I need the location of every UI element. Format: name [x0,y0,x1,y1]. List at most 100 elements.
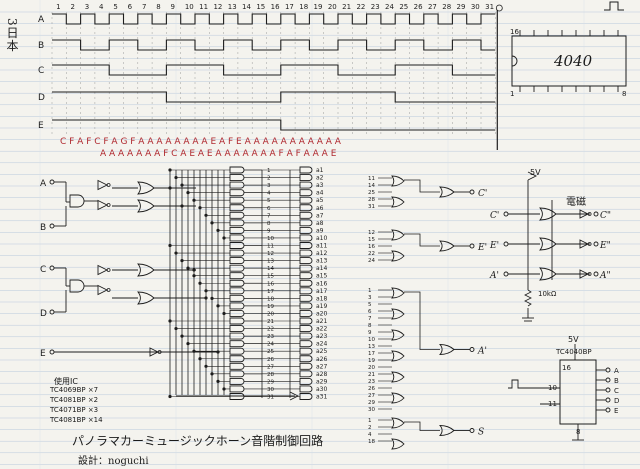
decoder-output-label: a4 [316,190,324,197]
decoder-and-gate-2 [299,325,313,332]
group-input-label: 17 [368,351,375,357]
or-gate-4 [137,291,155,305]
clock-number: 11 [199,3,208,11]
group-input-label: 25 [368,190,375,196]
decoder-and-gate [229,377,245,385]
and-gate-ab [69,194,85,208]
terminal-dot [49,309,55,315]
timing-waveform-c [52,64,496,76]
group-input-label: 4 [368,432,372,438]
decoder-and-gate [229,189,245,197]
decoder-and-gate-2 [299,393,313,400]
counter-pin-clk: 10 [548,384,557,392]
group-input-label: 18 [368,439,375,445]
clock-number: 15 [256,3,265,11]
decoder-index: 28 [267,372,274,378]
decoder-index: 5 [267,198,271,204]
decoder-and-gate [229,204,245,212]
decoder-output-label: a12 [316,250,327,257]
decoder-output-label: a20 [316,310,327,317]
decoder-and-gate-2 [299,355,313,363]
parts-item-2: TC4081BP ×2 [50,396,99,404]
clock-number: 22 [356,3,365,11]
decoder-and-gate [229,242,245,249]
decoder-output-label: a23 [316,333,327,340]
decoder-and-gate-2 [299,226,313,234]
decoder-index: 3 [267,183,271,189]
group-input-label: 19 [368,358,375,364]
junction-dot [186,191,190,195]
group-input-label: 15 [368,237,375,243]
decoder-index: 22 [267,327,274,333]
inverter-a [97,179,109,191]
clock-number: 14 [242,3,251,11]
decoder-index: 29 [267,379,274,385]
group-collector [404,291,440,350]
decoder-and-gate [229,234,245,242]
clock-number: 3 [85,3,89,11]
terminal-dot [605,397,611,403]
junction-dot [222,236,226,240]
timing-row-label: A [38,15,45,25]
group-input-label: 23 [368,379,375,385]
decoder-and-gate [229,355,245,363]
group-input-label: 28 [368,197,375,203]
clock-number: 6 [128,3,133,11]
junction-dot [216,350,220,354]
counter-output-label: A [614,367,619,375]
parts-item-1: TC4069BP ×7 [50,386,99,394]
driver-input-label: C' [490,211,499,221]
decoder-index: 23 [267,334,274,340]
timing-waveform-a [52,13,496,25]
group-output-label: A' [477,347,487,357]
junction-dot [204,213,208,217]
decoder-and-gate-2 [299,317,313,325]
terminal-dot [469,189,475,195]
chip-4040-label: 4040 [554,52,593,70]
group-input-label: 12 [368,230,375,236]
group-input-label: 3 [368,295,372,301]
driver-input-label: E' [489,241,499,251]
junction-dot [222,387,226,391]
chip-4040-pin16: 16 [510,28,519,36]
driver-resistor: 10kΩ [538,290,557,298]
junction-dot [222,311,226,316]
clock-number: 13 [228,3,237,11]
junction-dot [192,274,196,278]
decoder-and-gate-2 [299,294,313,302]
or-gate-1 [137,181,155,195]
decoder-and-gate [229,181,245,189]
group-input-label: 20 [368,365,375,371]
counter-output-label: E [614,407,618,415]
chip-4040-pin8: 8 [622,90,627,98]
decoder-output-label: a17 [316,288,327,295]
terminal-dot [49,223,55,229]
junction-dot [210,372,214,376]
terminal-dot [593,211,599,217]
junction-dot [186,342,190,346]
decoder-and-gate [229,310,245,317]
decoder-index: 19 [267,304,274,310]
terminal-dot [49,349,55,355]
arrow-head [289,391,300,401]
group-input-label: 14 [368,183,375,189]
decoder-output-label: a7 [316,212,324,219]
group-input-label: 22 [368,251,375,257]
decoder-and-gate-2 [299,211,313,219]
decoder-index: 15 [267,274,274,280]
decoder-and-gate [229,393,245,400]
group-input-label: 9 [368,330,372,336]
junction-dot [210,221,214,225]
inverter-c2 [97,284,109,296]
decoder-and-gate [229,302,245,310]
decoder-output-label: a16 [316,280,327,287]
group-collector [404,233,440,247]
decoder-output-label: a25 [316,348,327,355]
counter-pin-reset: 11 [548,400,557,408]
decoder-and-gate [229,196,245,204]
driver-input-label: A' [489,271,499,281]
decoder-output-label: a26 [316,356,327,363]
junction-dot [216,304,220,308]
clock-number: 8 [156,3,160,11]
counter-output-label: D [614,397,619,405]
